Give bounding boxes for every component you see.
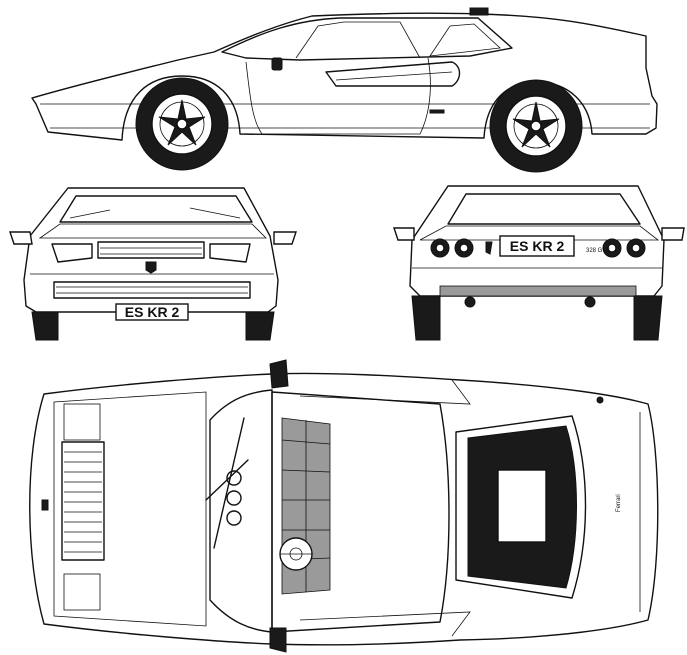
top-engine-cover xyxy=(455,415,587,599)
side-view xyxy=(31,7,658,173)
rear-exhaust-right xyxy=(584,296,596,308)
door-handle xyxy=(429,109,445,114)
front-windshield xyxy=(59,195,253,223)
top-fuel-cap xyxy=(596,396,604,404)
top-hood-panel xyxy=(53,391,207,627)
top-engine-lid-panel xyxy=(497,469,547,543)
rear-deck xyxy=(419,225,660,241)
rear-view: ES KR 2 328 GTS xyxy=(393,185,685,341)
side-door-line xyxy=(245,57,431,135)
front-plate-text: ES KR 2 xyxy=(125,304,180,320)
rear-plate xyxy=(499,235,575,257)
top-wiper-lower xyxy=(205,459,249,501)
hood-vent xyxy=(61,441,105,561)
front-view: ES KR 2 xyxy=(9,187,297,341)
hood-vent-slats xyxy=(64,451,102,553)
rear-exhaust-left xyxy=(464,296,476,308)
top-rear-script: Ferrari xyxy=(616,494,622,512)
rear-lip-spoiler xyxy=(469,7,489,16)
side-body-outline xyxy=(31,12,658,141)
rear-wheel xyxy=(489,79,583,173)
rear-tire-left xyxy=(411,295,441,341)
top-front-badge-icon xyxy=(41,499,49,511)
rear-badge-icon xyxy=(485,241,493,255)
top-front-lamp-left xyxy=(63,403,101,441)
top-door-lower xyxy=(299,611,471,637)
front-tire-left xyxy=(31,311,59,341)
rear-tire-right xyxy=(633,295,663,341)
front-wheel xyxy=(135,77,229,171)
front-mirror-right xyxy=(273,231,297,245)
steering-wheel-icon xyxy=(279,537,313,571)
rear-window xyxy=(447,193,641,225)
front-plate xyxy=(115,303,189,321)
top-door-upper xyxy=(299,379,471,405)
top-gauges xyxy=(226,470,242,526)
front-mirror-left xyxy=(9,231,33,245)
rear-plate-text: ES KR 2 xyxy=(510,238,565,254)
side-quarter-window xyxy=(429,23,501,57)
top-wiper-upper xyxy=(213,417,245,549)
top-roof xyxy=(271,391,450,633)
top-mirror-lower xyxy=(269,627,287,653)
side-window xyxy=(295,21,421,59)
rear-taillights-right xyxy=(602,238,646,258)
side-mirror xyxy=(271,57,283,71)
front-grille-top xyxy=(97,241,205,259)
rear-taillights-left xyxy=(430,238,474,258)
top-body-outline xyxy=(29,372,659,646)
front-hood xyxy=(38,223,267,239)
top-front-lamp-right xyxy=(63,573,101,611)
top-windshield xyxy=(209,389,273,633)
rear-model-badge: 328 GTS xyxy=(586,248,610,254)
front-headlight-right xyxy=(209,243,251,263)
rear-mirror-right xyxy=(661,227,685,241)
rear-mirror-left xyxy=(393,227,415,241)
prancing-horse-badge-icon xyxy=(145,261,157,274)
front-tire-right xyxy=(245,311,275,341)
rear-body-outline xyxy=(409,185,665,297)
side-intake-rib xyxy=(335,71,453,81)
top-view: Ferrari xyxy=(29,359,659,653)
side-air-intake xyxy=(325,61,461,87)
top-mirror-upper xyxy=(269,359,289,389)
rear-exhaust-grille xyxy=(439,285,637,297)
front-grille-lower xyxy=(53,281,251,299)
front-body-outline xyxy=(23,187,279,313)
side-greenhouse xyxy=(221,17,513,61)
front-headlight-left xyxy=(51,243,93,263)
